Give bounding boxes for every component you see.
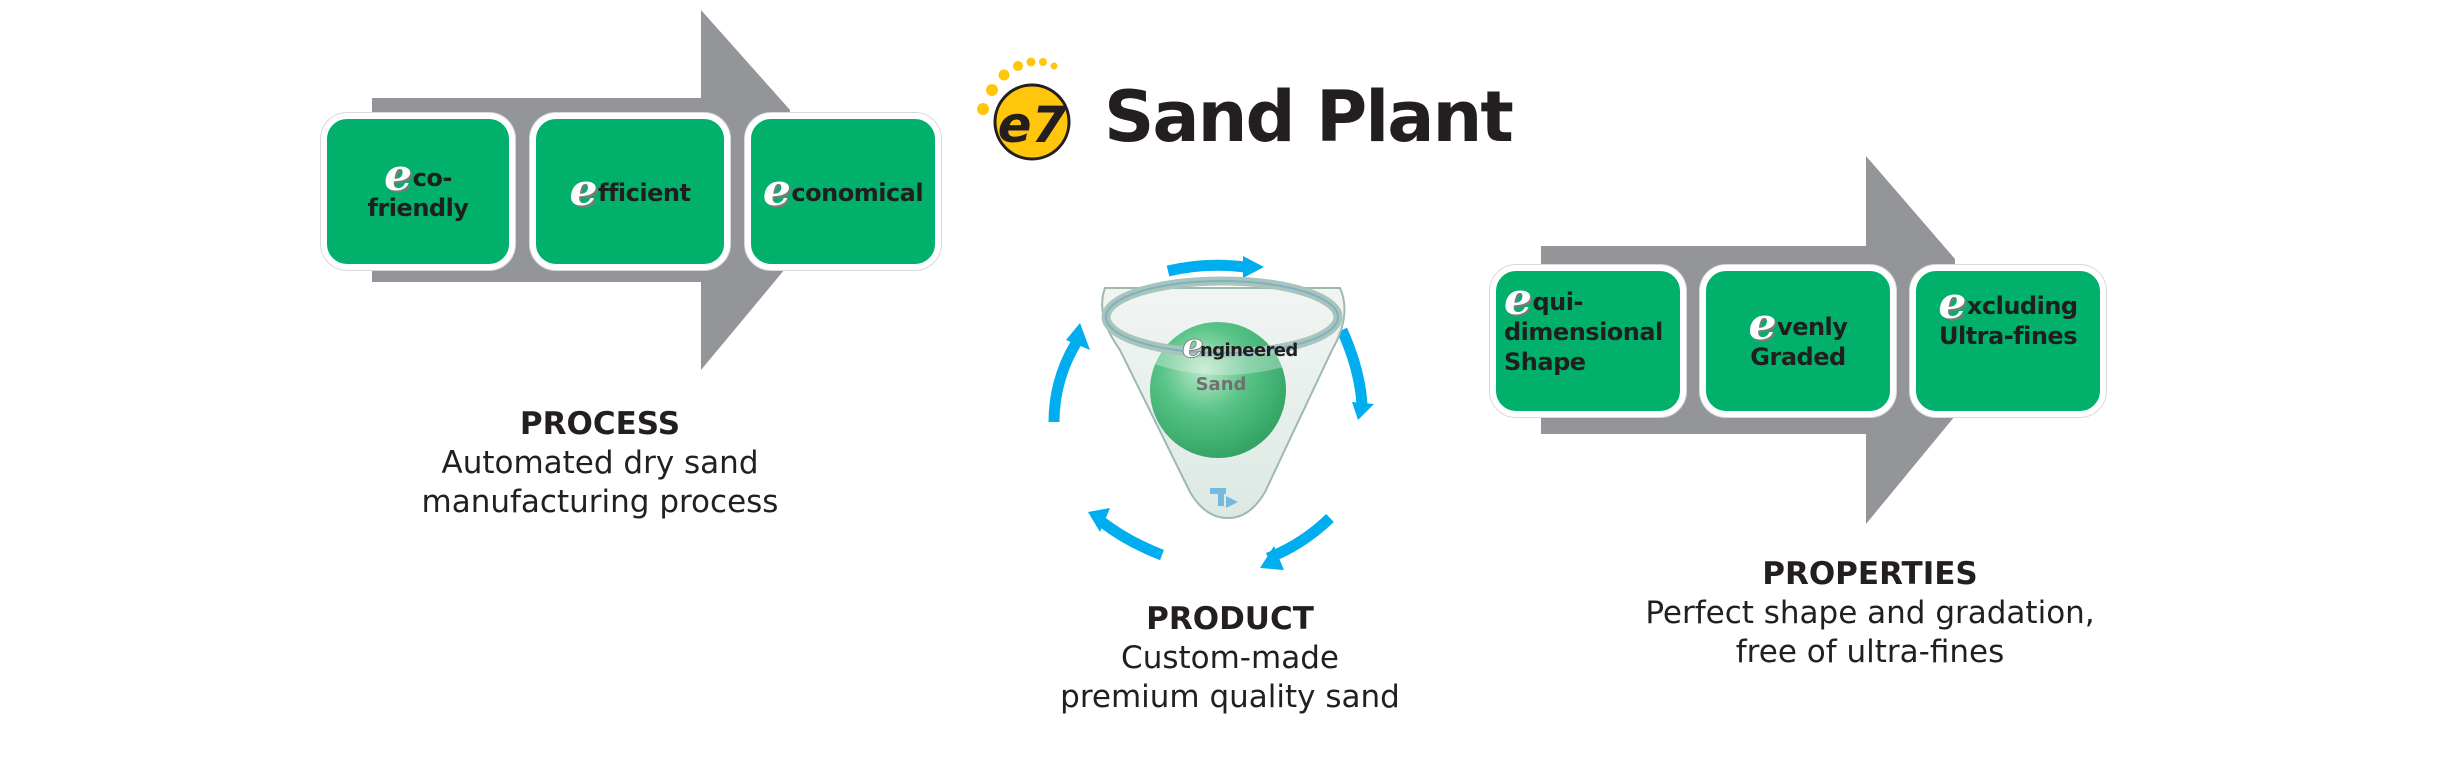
cycle-arrow-right [1336,327,1368,406]
box-text: qui- [1532,288,1584,316]
box-text-line2: Graded [1750,343,1846,371]
process-caption-line: Automated dry sand [441,445,759,481]
box-text: xcluding [1966,292,2078,320]
badge-text: e7 [998,96,1067,154]
process-caption-line: manufacturing process [421,484,779,520]
product-caption: PRODUCT Custom-made premium quality sand [1020,600,1440,717]
process-caption-title: PROCESS [519,406,681,442]
box-text-line2: dimensional [1504,318,1663,346]
logo-title: Sand Plant [1104,76,1514,158]
properties-box-evenly-graded: evenly Graded [1700,265,1896,417]
process-box-economical: economical [745,113,941,270]
cycle-arrow-bottom-right [1265,514,1334,564]
box-text: conomical [791,178,924,207]
cycle-arrow-left [1048,340,1081,423]
product-caption-title: PRODUCT [1146,601,1314,637]
cycle-arrow-top [1166,259,1246,277]
logo-mark-icon [1210,488,1238,508]
box-text-line2: Ultra-fines [1938,322,2078,350]
properties-caption-line: Perfect shape and gradation, [1645,595,2095,631]
e-initial: e [1938,278,1966,329]
box-text-line2: friendly [367,193,469,222]
box-text-line3: Shape [1504,348,1586,376]
engineered-text: ngineered [1200,340,1298,361]
e-initial: e [762,164,791,216]
e-initial: e [569,164,598,216]
e-initial: e [384,149,412,201]
product-caption-line: Custom-made [1121,640,1339,676]
process-box-eco-friendly: eco- friendly [321,113,515,270]
process-caption: PROCESS Automated dry sand manufacturing… [380,405,820,522]
properties-caption-title: PROPERTIES [1762,556,1978,592]
e7-badge-icon: e7 [977,57,1071,161]
properties-caption-line: free of ultra-fines [1735,634,2005,670]
box-text: co- [412,163,453,192]
properties-box-excluding-ultra-fines: excluding Ultra-fines [1910,265,2106,417]
cycle-arrow-bottom-left [1098,517,1164,561]
sand-text: Sand [1196,374,1247,395]
box-text: venly [1777,313,1848,341]
product-cycle-graphic: e ngineered Sand [1048,256,1374,570]
box-text: fficient [598,178,691,207]
engineered-initial: e [1182,326,1204,366]
properties-box-equidimensional-shape: equi- dimensional Shape [1490,265,1686,417]
process-box-efficient: efficient [530,113,730,270]
e-initial: e [1748,299,1777,350]
properties-caption: PROPERTIES Perfect shape and gradation, … [1600,555,2140,672]
product-caption-line: premium quality sand [1060,679,1400,715]
e-initial: e [1504,274,1532,325]
